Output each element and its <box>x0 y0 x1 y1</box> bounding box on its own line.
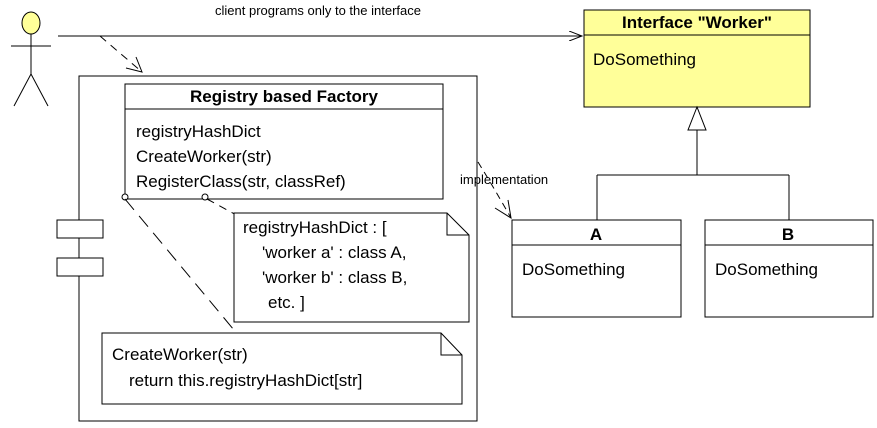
registry-note-line-3: 'worker b' : class B, <box>262 268 407 287</box>
class-b-title: B <box>782 225 794 244</box>
factory-class: Registry based Factory registryHashDict … <box>124 83 444 200</box>
registry-note-fold <box>446 213 469 236</box>
class-a-method: DoSomething <box>522 260 625 279</box>
class-b: B DoSomething <box>704 219 874 318</box>
actor-icon <box>11 11 51 107</box>
interface-worker: Interface "Worker" DoSomething <box>583 9 811 108</box>
client-note-label: client programs only to the interface <box>215 3 421 18</box>
registry-note-box <box>233 212 470 323</box>
interface-box <box>583 9 811 108</box>
factory-class-box <box>124 83 444 200</box>
class-b-box <box>704 219 874 318</box>
actor-head <box>21 11 41 35</box>
implementation-label: implementation <box>460 172 548 187</box>
dependency-arrowhead <box>125 56 143 73</box>
actor-leg-right <box>30 73 49 107</box>
implementation-arrow <box>477 161 512 219</box>
note-connector-create <box>124 198 235 331</box>
anchor-createworker <box>121 193 129 201</box>
createworker-note-box <box>101 332 463 405</box>
factory-member-createworker: CreateWorker(str) <box>136 147 272 166</box>
registry-note-line-2: 'worker a' : class A, <box>262 243 406 262</box>
class-a-title: A <box>590 225 602 244</box>
interface-method: DoSomething <box>593 50 696 69</box>
createworker-note-fold <box>440 333 462 356</box>
class-a: A DoSomething <box>511 219 682 318</box>
class-b-method: DoSomething <box>715 260 818 279</box>
component-port-bottom <box>56 257 104 277</box>
registry-note: registryHashDict : [ 'worker a' : class … <box>233 212 470 323</box>
interface-title: Interface "Worker" <box>622 13 772 32</box>
registry-note-line-4: etc. ] <box>268 293 305 312</box>
createworker-note-line-1: CreateWorker(str) <box>112 345 248 364</box>
anchor-registry <box>201 193 209 201</box>
actor-leg-left <box>13 73 32 107</box>
registry-note-line-1: registryHashDict : [ <box>243 218 387 237</box>
factory-class-title: Registry based Factory <box>190 87 379 106</box>
factory-member-registry: registryHashDict <box>136 122 261 141</box>
class-a-box <box>511 219 682 318</box>
component-port-top <box>56 219 104 239</box>
generalization <box>596 105 790 220</box>
generalization-triangle <box>687 105 707 131</box>
factory-member-registerclass: RegisterClass(str, classRef) <box>136 172 346 191</box>
createworker-note-line-2: return this.registryHashDict[str] <box>129 371 362 390</box>
createworker-note: CreateWorker(str) return this.registryHa… <box>101 332 463 405</box>
actor-to-component-dependency <box>99 35 143 73</box>
implementation-arrowhead <box>494 199 512 220</box>
